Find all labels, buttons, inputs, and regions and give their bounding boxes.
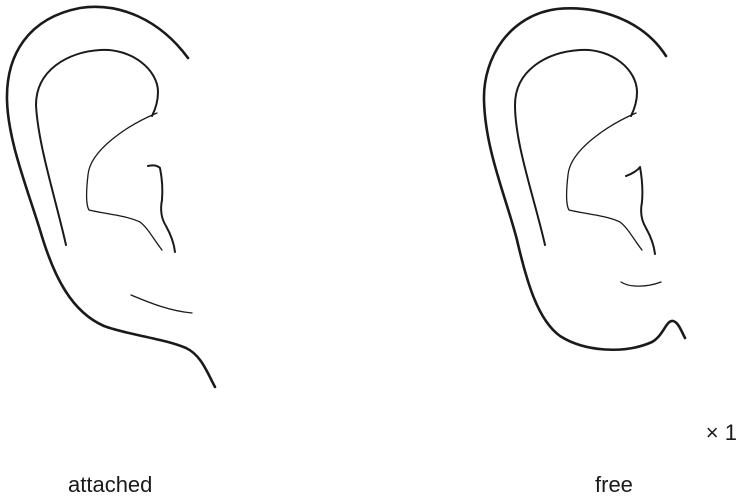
free-lobe-line (621, 282, 661, 286)
free-antihelix (567, 113, 642, 250)
attached-tragus (148, 165, 175, 252)
attached-antihelix (87, 113, 162, 250)
attached-label: attached (68, 472, 152, 498)
free-tragus (626, 167, 655, 254)
free-helix-inner (515, 50, 637, 245)
free-ear-outline (484, 8, 685, 349)
free-ear (484, 8, 685, 349)
attached-ear-outline (7, 7, 215, 387)
attached-helix-inner (36, 50, 158, 245)
free-label: free (595, 472, 633, 498)
attached-ear (7, 7, 215, 387)
score-mark: × 1 (706, 420, 737, 446)
attached-lobe-line (131, 295, 192, 313)
